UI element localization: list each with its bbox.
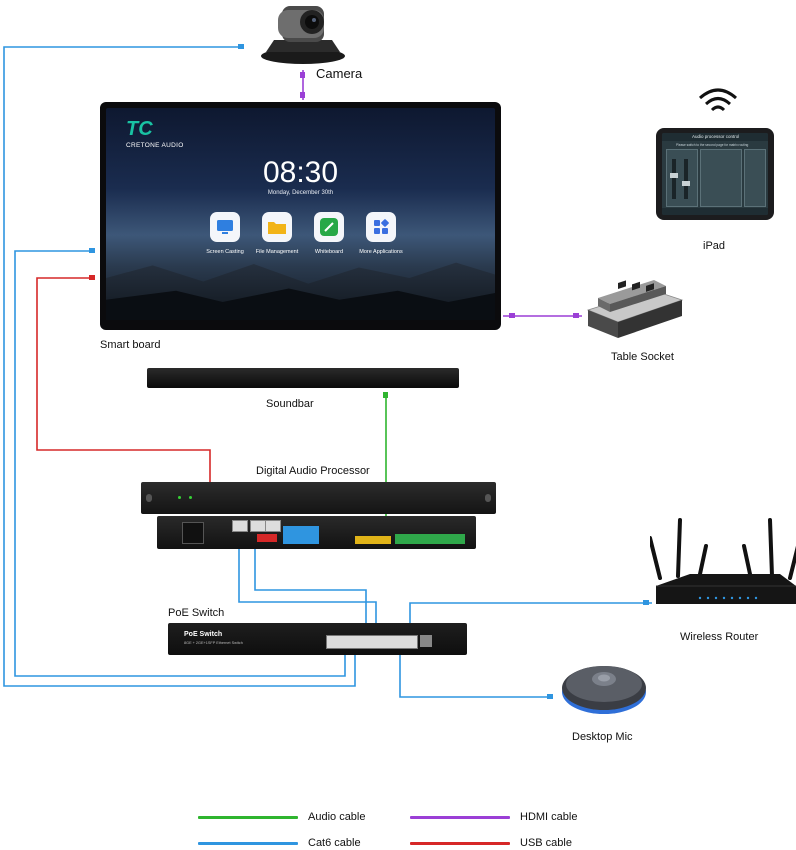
- apps-grid-icon[interactable]: [366, 212, 396, 242]
- dsp-rear-panel: [157, 516, 476, 549]
- status-led: [178, 496, 181, 499]
- cat6-cable-camera: [3, 46, 356, 687]
- ipad-app-subtitle: Please switch to the second page for mat…: [676, 143, 749, 147]
- clock-time: 08:30: [262, 156, 339, 189]
- legend-swatch-hdmi: [410, 816, 510, 819]
- app-label-whiteboard: Whiteboard: [314, 249, 344, 255]
- usb-cable: [36, 277, 211, 490]
- desktop-mic-label: Desktop Mic: [572, 731, 633, 743]
- app-label-file-management: File Management: [255, 249, 299, 255]
- blue-terminal-block: [283, 526, 319, 544]
- ptz-camera: [258, 0, 348, 70]
- app-label-screen-casting: Screen Casting: [206, 249, 244, 255]
- ethernet-port: [250, 520, 266, 532]
- whiteboard-icon[interactable]: [314, 212, 344, 242]
- poe-switch-label: PoE Switch: [168, 607, 225, 619]
- usb-terminal: [257, 534, 277, 542]
- table-socket: [584, 278, 684, 346]
- cat6-cable-mic: [399, 647, 553, 698]
- poe-device-model: 8GE + 2GE+1SFP Ethernet Switch: [184, 641, 243, 645]
- cat6-cable-dsp-2: [254, 528, 367, 637]
- status-led: [189, 496, 192, 499]
- soundbar: [147, 368, 459, 388]
- ethernet-port-row: [326, 635, 418, 649]
- green-terminal-block: [395, 534, 465, 544]
- ipad-label: iPad: [703, 240, 726, 252]
- brand-logo: TC CRETONE AUDIO: [126, 118, 196, 149]
- desktop-mic: [560, 654, 648, 718]
- legend-swatch-cat6: [198, 842, 298, 845]
- poe-device-name: PoE Switch: [184, 631, 223, 638]
- yellow-terminal-block: [355, 536, 391, 544]
- legend-swatch-audio: [198, 816, 298, 819]
- smart-board-label: Smart board: [100, 339, 161, 351]
- table-socket-label: Table Socket: [611, 351, 674, 363]
- screen-casting-icon[interactable]: [210, 212, 240, 242]
- wireless-router: [648, 518, 796, 626]
- ipad-screen: Audio processor control Please switch to…: [662, 133, 768, 215]
- camera-label: Camera: [316, 66, 363, 81]
- brand-mark: TC: [126, 118, 153, 140]
- soundbar-label: Soundbar: [266, 398, 314, 410]
- brand-name: CRETONE AUDIO: [126, 142, 184, 149]
- sfp-port: [420, 635, 432, 647]
- legend-label-hdmi: HDMI cable: [520, 811, 578, 823]
- legend-swatch-usb: [410, 842, 510, 845]
- cat6-cable-dsp-1: [238, 537, 377, 637]
- dsp-front-panel: [141, 482, 496, 514]
- legend-label-usb: USB cable: [520, 837, 572, 849]
- ipad-app-title: Audio processor control: [692, 134, 740, 139]
- smart-board: TC CRETONE AUDIO 08:30 Monday, December …: [100, 102, 501, 330]
- smart-board-screen: TC CRETONE AUDIO 08:30 Monday, December …: [106, 108, 495, 320]
- wireless-router-label: Wireless Router: [680, 631, 759, 643]
- legend-label-audio: Audio cable: [308, 811, 366, 823]
- wifi-icon: [696, 86, 740, 121]
- poe-switch: PoE Switch 8GE + 2GE+1SFP Ethernet Switc…: [168, 623, 467, 655]
- dsp-label: Digital Audio Processor: [256, 465, 370, 477]
- ipad-tablet: Audio processor control Please switch to…: [656, 128, 774, 220]
- cat6-cable-board: [14, 250, 346, 677]
- app-label-more-applications: More Applications: [359, 249, 403, 255]
- ethernet-port: [265, 520, 281, 532]
- folder-icon[interactable]: [262, 212, 292, 242]
- clock-date: Monday, December 30th: [267, 190, 334, 196]
- ethernet-port: [232, 520, 248, 532]
- legend-label-cat6: Cat6 cable: [308, 837, 361, 849]
